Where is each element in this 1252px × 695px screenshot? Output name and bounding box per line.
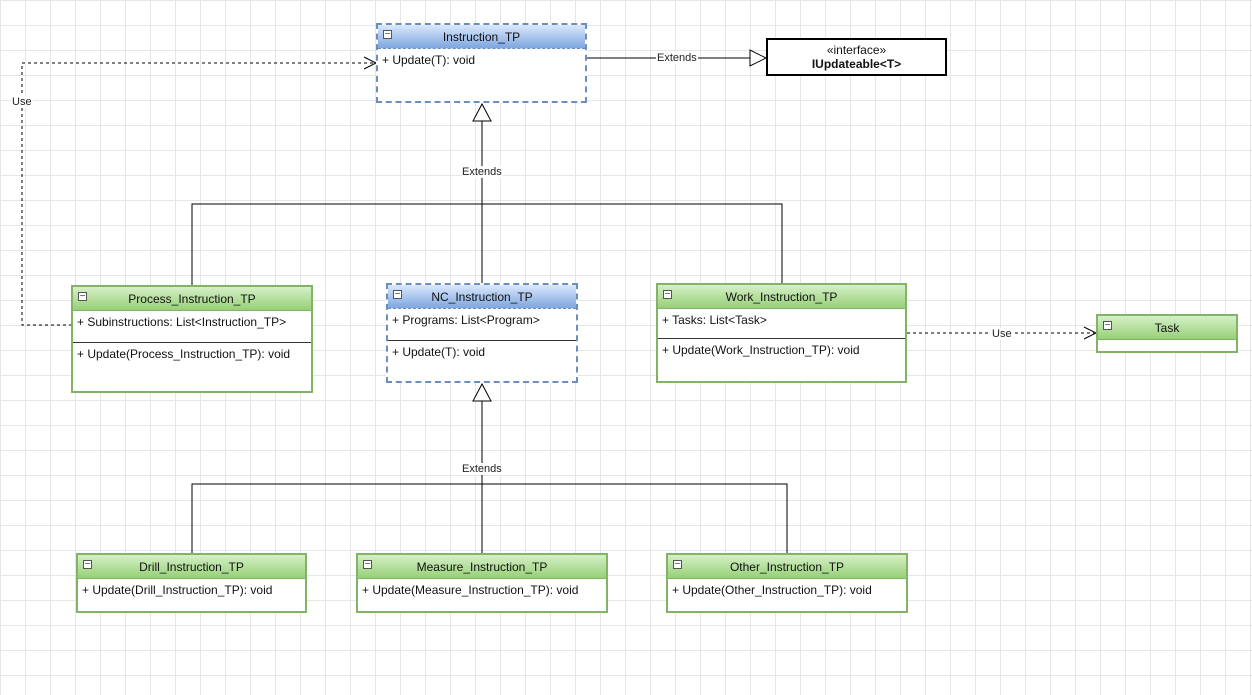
methods-section: + Update(T): void [388,341,576,364]
attributes-section: + Programs: List<Program> [388,309,576,341]
methods-section: + Update(Work_Instruction_TP): void [658,339,905,362]
method: + Update(Other_Instruction_TP): void [672,583,872,597]
extends-nc-branch[interactable] [191,483,788,553]
class-work-instruction-tp[interactable]: − Work_Instruction_TP + Tasks: List<Task… [656,283,907,383]
class-name: Process_Instruction_TP [128,292,256,306]
class-name: Instruction_TP [442,30,521,44]
class-header: − Drill_Instruction_TP [78,555,305,579]
interface-name: IUpdateable<T> [811,57,902,71]
extends-nc-arrowhead [472,382,492,402]
collapse-icon[interactable]: − [393,289,402,299]
methods-section: + Update(Other_Instruction_TP): void [668,579,906,602]
extends-interface-label: Extends [656,52,698,64]
class-drill-instruction-tp[interactable]: − Drill_Instruction_TP + Update(Drill_In… [76,553,307,613]
extends-instruction-label: Extends [461,166,503,178]
collapse-icon[interactable]: − [1103,320,1112,330]
class-header: − NC_Instruction_TP [388,285,576,309]
class-name: Work_Instruction_TP [725,290,838,304]
method: + Update(Process_Instruction_TP): void [77,347,291,361]
extends-instruction-arrowhead [472,102,492,122]
class-header: − Process_Instruction_TP [73,287,311,311]
class-other-instruction-tp[interactable]: − Other_Instruction_TP + Update(Other_In… [666,553,908,613]
methods-section: + Update(Measure_Instruction_TP): void [358,579,606,602]
attributes-section: + Subinstructions: List<Instruction_TP> [73,311,311,343]
method: + Update(T): void [382,53,476,67]
methods-section: + Update(Drill_Instruction_TP): void [78,579,305,602]
class-header: − Task [1098,316,1236,340]
extends-interface-arrowhead [749,49,768,67]
collapse-icon[interactable]: − [663,289,672,299]
use-process-label: Use [11,96,33,108]
attributes-section: + Tasks: List<Task> [658,309,905,339]
class-header: − Measure_Instruction_TP [358,555,606,579]
class-task[interactable]: − Task [1096,314,1238,353]
method: + Update(T): void [392,345,486,359]
extends-instruction-branch[interactable] [191,203,783,285]
class-process-instruction-tp[interactable]: − Process_Instruction_TP + Subinstructio… [71,285,313,393]
class-header: − Instruction_TP [378,25,585,49]
class-instruction-tp[interactable]: − Instruction_TP + Update(T): void [376,23,587,103]
class-name: Other_Instruction_TP [729,560,845,574]
attribute: + Programs: List<Program> [392,313,540,327]
use-process-line[interactable] [21,62,374,326]
collapse-icon[interactable]: − [78,291,87,301]
use-task-label: Use [991,328,1013,340]
method: + Update(Measure_Instruction_TP): void [362,583,579,597]
class-nc-instruction-tp[interactable]: − NC_Instruction_TP + Programs: List<Pro… [386,283,578,383]
class-name: Measure_Instruction_TP [416,560,548,574]
class-name: Drill_Instruction_TP [139,560,244,574]
class-header: − Other_Instruction_TP [668,555,906,579]
extends-nc-label: Extends [461,463,503,475]
attribute: + Subinstructions: List<Instruction_TP> [77,315,287,329]
methods-section: + Update(Process_Instruction_TP): void [73,343,311,366]
collapse-icon[interactable]: − [673,559,682,569]
collapse-icon[interactable]: − [363,559,372,569]
class-measure-instruction-tp[interactable]: − Measure_Instruction_TP + Update(Measur… [356,553,608,613]
collapse-icon[interactable]: − [83,559,92,569]
attribute: + Tasks: List<Task> [662,313,767,327]
interface-stereotype: «interface» [826,43,887,57]
class-name: NC_Instruction_TP [431,290,533,304]
class-header: − Work_Instruction_TP [658,285,905,309]
collapse-icon[interactable]: − [383,29,392,39]
methods-section: + Update(T): void [378,49,585,72]
method: + Update(Drill_Instruction_TP): void [82,583,273,597]
method: + Update(Work_Instruction_TP): void [662,343,860,357]
interface-iupdateable[interactable]: «interface» IUpdateable<T> [766,38,947,76]
class-name: Task [1154,321,1180,335]
